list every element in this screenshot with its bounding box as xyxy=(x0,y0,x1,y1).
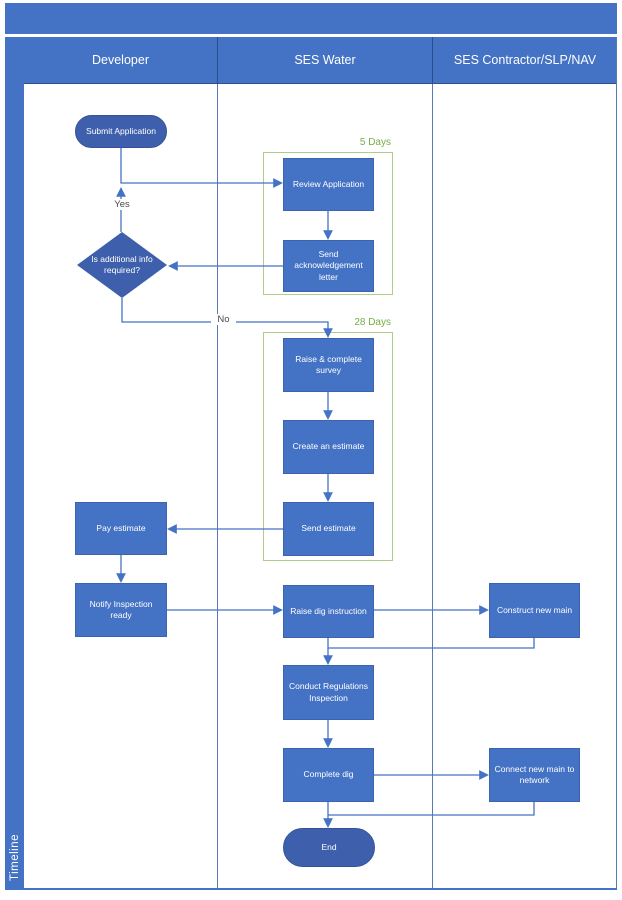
node-send-acknowledgement-letter: Send acknowledgement letter xyxy=(283,240,374,292)
lane-header-band: Developer SES Water SES Contractor/SLP/N… xyxy=(24,37,617,84)
node-is-additional-info-required: Is additional info required? xyxy=(77,232,167,298)
timeline-label: Timeline xyxy=(8,833,21,881)
node-conduct-regulations-inspection: Conduct Regulations Inspection xyxy=(283,665,374,720)
diagram-title-bar xyxy=(5,3,617,34)
edge-label-no: No xyxy=(211,314,236,325)
lane-header-ses-contractor: SES Contractor/SLP/NAV xyxy=(432,37,617,83)
duration-label-28-days: 28 Days xyxy=(354,317,391,328)
duration-label-5-days: 5 Days xyxy=(359,137,391,148)
node-send-estimate: Send estimate xyxy=(283,502,374,556)
node-notify-inspection-ready: Notify Inspection ready xyxy=(75,583,167,637)
node-complete-dig: Complete dig xyxy=(283,748,374,802)
node-connect-new-main-to-network: Connect new main to network xyxy=(489,748,580,802)
node-construct-new-main: Construct new main xyxy=(489,583,580,638)
edge-submit-to-review xyxy=(120,148,283,188)
edge-connect-merge xyxy=(328,802,535,816)
lane-header-developer: Developer xyxy=(92,53,149,67)
lane-header-ses-water: SES Water xyxy=(217,37,432,83)
timeline-strip: Timeline xyxy=(5,37,24,890)
node-create-an-estimate: Create an estimate xyxy=(283,420,374,474)
node-raise-dig-instruction: Raise dig instruction xyxy=(283,585,374,638)
container-5-days xyxy=(263,152,393,295)
lane-divider-2 xyxy=(432,84,433,888)
node-submit-application: Submit Application xyxy=(75,115,167,148)
node-end: End xyxy=(283,828,375,867)
edge-label-yes: Yes xyxy=(105,199,139,210)
node-review-application: Review Application xyxy=(283,158,374,211)
lane-divider-1 xyxy=(217,84,218,888)
edge-construct-merge xyxy=(328,638,535,649)
diagram-right-border xyxy=(616,37,617,888)
node-raise-complete-survey: Raise & complete survey xyxy=(283,338,374,392)
node-pay-estimate: Pay estimate xyxy=(75,502,167,555)
diagram-bottom-border xyxy=(5,888,617,890)
